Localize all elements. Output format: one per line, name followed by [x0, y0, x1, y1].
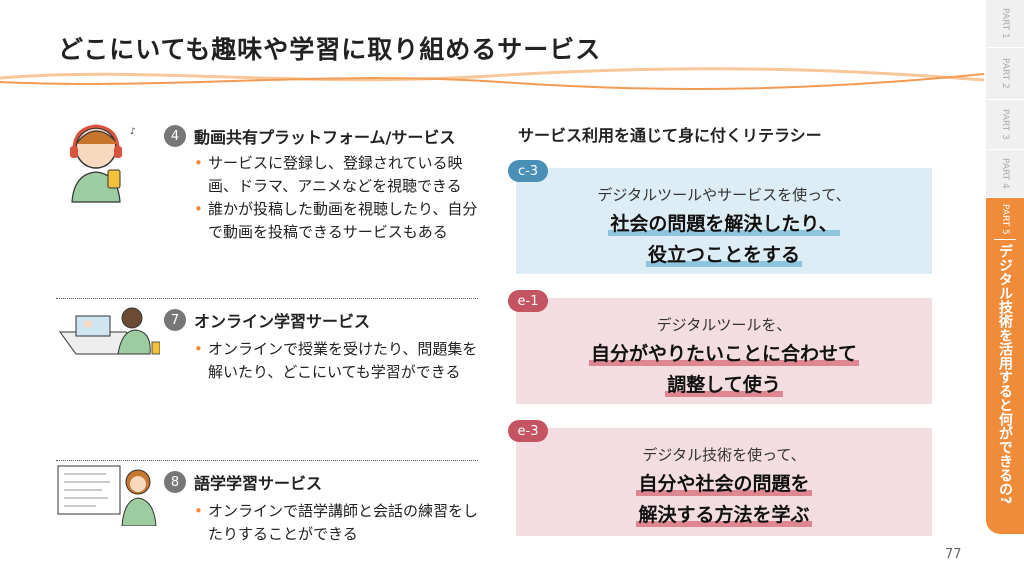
bullet-item: オンラインで語学講師と会話の練習をしたりすることができる — [194, 500, 484, 546]
svg-text:♪: ♪ — [130, 127, 136, 137]
literacy-heading: サービス利用を通じて身に付くリテラシー — [518, 126, 822, 145]
decorative-wave — [0, 67, 984, 90]
service-bullets: オンラインで授業を受けたり、問題集を解いたり、どこにいても学習ができる — [194, 338, 484, 384]
service-online-learning: 7 オンライン学習サービス オンラインで授業を受けたり、問題集を解いたり、どこに… — [56, 300, 477, 450]
page-title: どこにいても趣味や学習に取り組めるサービス — [58, 35, 602, 64]
tab-subtitle: デジタル技術を活用すると何ができるの? — [997, 243, 1013, 504]
tab-label: PART 3 — [1000, 109, 1010, 140]
tab-label: PART 2 — [1000, 58, 1010, 89]
service-language-learning: 8 語学学習サービス オンラインで語学講師と会話の練習をしたりすることができる — [56, 462, 478, 562]
bullet-item: 誰かが投稿した動画を視聴したり、自分で動画を投稿できるサービスもある — [194, 198, 484, 244]
service-title: オンライン学習サービス — [194, 312, 371, 331]
bullet-item: サービスに登録し、登録されている映画、ドラマ、アニメなどを視聴できる — [194, 152, 484, 198]
tab-label: PART 4 — [1000, 158, 1010, 189]
service-number-badge: 4 — [164, 125, 186, 147]
side-tab-part-2[interactable]: PART 2 — [986, 48, 1024, 100]
side-tab-part-3[interactable]: PART 3 — [986, 100, 1024, 150]
literacy-line: 解決する方法を学ぶ — [636, 500, 812, 527]
literacy-box-e3: e-3 デジタル技術を使って、 自分や社会の問題を 解決する方法を学ぶ — [508, 420, 932, 536]
language-teacher-illustration — [57, 465, 157, 526]
tab-separator — [994, 238, 1016, 240]
side-tab-part-5[interactable]: PART 5 デジタル技術を活用すると何ができるの? — [986, 198, 1024, 534]
side-tab-part-1[interactable]: PART 1 — [986, 0, 1024, 48]
online-learning-illustration — [59, 307, 160, 355]
bullet-item: オンラインで授業を受けたり、問題集を解いたり、どこにいても学習ができる — [194, 338, 484, 384]
literacy-badge: e-1 — [508, 290, 548, 312]
literacy-line: 役立つことをする — [645, 240, 802, 267]
literacy-intro: デジタルツールを、 — [656, 316, 792, 334]
service-bullets: サービスに登録し、登録されている映画、ドラマ、アニメなどを視聴できる 誰かが投稿… — [194, 152, 484, 244]
literacy-intro: デジタルツールやサービスを使って、 — [597, 186, 851, 204]
side-tab-part-4[interactable]: PART 4 — [986, 150, 1024, 198]
literacy-line: 社会の問題を解決したり、 — [608, 209, 840, 236]
tab-label: PART 5 — [1000, 204, 1010, 235]
literacy-badge: c-3 — [508, 160, 548, 182]
literacy-box-c3: c-3 デジタルツールやサービスを使って、 社会の問題を解決したり、 役立つこと… — [508, 160, 932, 274]
section-divider — [56, 460, 478, 461]
literacy-intro: デジタル技術を使って、 — [642, 446, 806, 464]
literacy-line: 自分や社会の問題を — [636, 469, 812, 496]
service-number-badge: 8 — [164, 471, 186, 493]
tab-label: PART 1 — [1000, 8, 1010, 39]
section-divider — [56, 298, 478, 299]
literacy-line: 調整して使う — [665, 370, 783, 397]
service-number-badge: 7 — [164, 309, 186, 331]
headphone-person-illustration: ♪ — [70, 124, 136, 203]
literacy-box-e1: e-1 デジタルツールを、 自分がやりたいことに合わせて 調整して使う — [508, 290, 932, 404]
page-number: 77 — [945, 547, 962, 562]
literacy-badge: e-3 — [508, 420, 548, 442]
service-title: 語学学習サービス — [194, 474, 323, 493]
service-video-sharing: ♪ 4 動画共有プラットフォーム/サービス サービスに登録し、登録されている映画… — [56, 112, 477, 292]
literacy-line: 自分がやりたいことに合わせて — [588, 339, 859, 366]
service-title: 動画共有プラットフォーム/サービス — [194, 128, 456, 147]
service-bullets: オンラインで語学講師と会話の練習をしたりすることができる — [194, 500, 484, 546]
